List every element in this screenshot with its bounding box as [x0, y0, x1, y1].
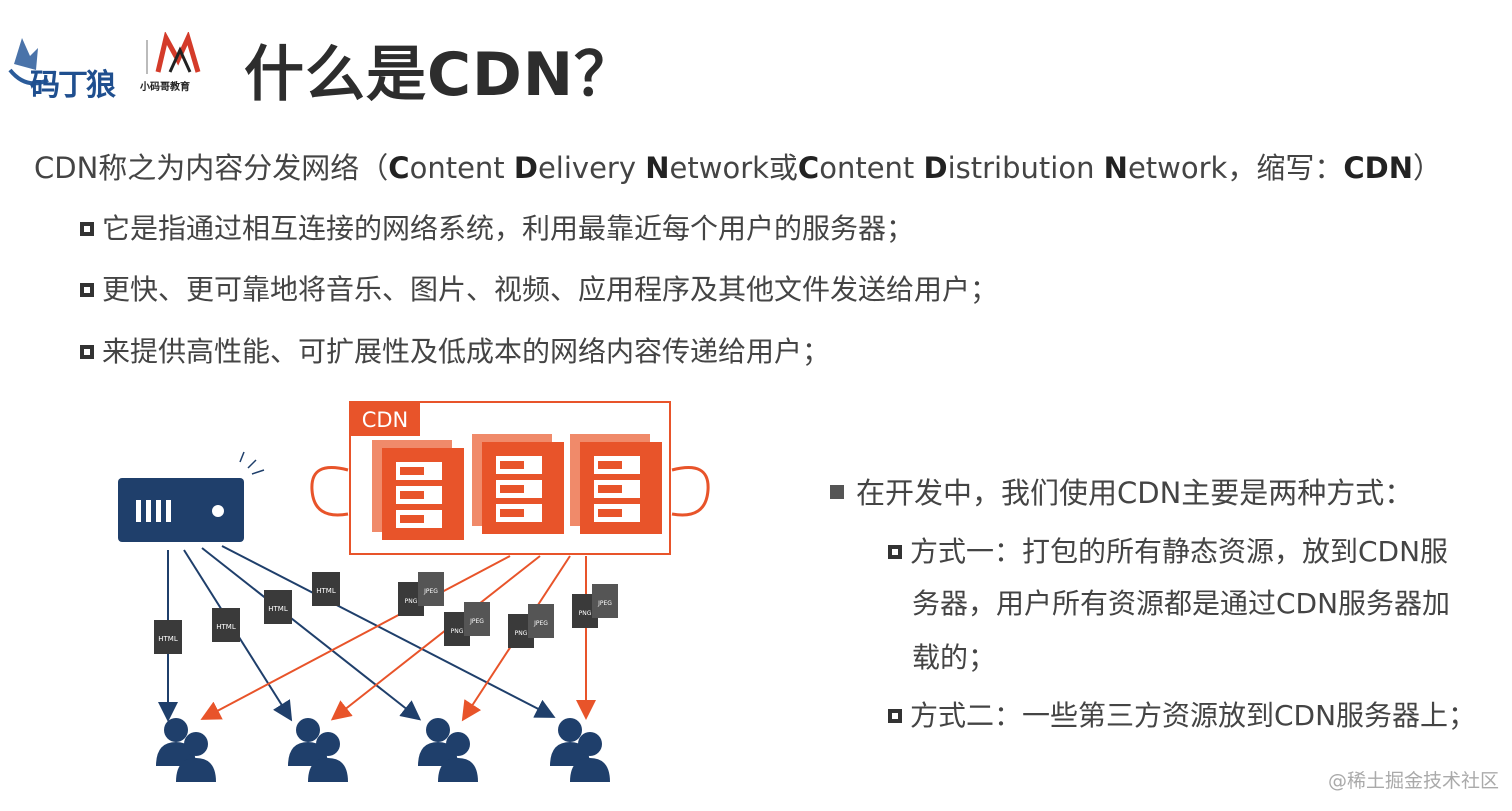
xiaomage-logo: 小码哥教育 [140, 30, 226, 94]
madinglang-logo: 码丁狼 [8, 30, 132, 103]
bullet-usage-heading: 在开发中，我们使用CDN主要是两种方式： [830, 470, 1413, 512]
file-jpeg-icon: JPEG [418, 572, 444, 606]
watermark: @稀土掘金技术社区 [1328, 770, 1500, 792]
origin-server-icon [118, 451, 265, 542]
file-jpeg-icon: JPEG [592, 584, 618, 618]
sub-bullet: 它是指通过相互连接的网络系统，利用最靠近每个用户的服务器； [80, 207, 914, 247]
bullet-square-icon [830, 485, 844, 499]
file-html-icon: HTML [154, 620, 182, 654]
cdn-server-icon [472, 434, 564, 534]
users-icon [288, 718, 348, 782]
hollow-square-icon [80, 345, 94, 359]
hollow-square-icon [888, 545, 902, 559]
bullet-cdn-definition: CDN称之为内容分发网络（Content Delivery Network或Co… [34, 151, 1442, 185]
sub-bullet-way1-cont: 务器，用户所有资源都是通过CDN服务器加 [912, 587, 1451, 620]
svg-text:HTML: HTML [158, 635, 178, 643]
svg-text:JPEG: JPEG [469, 618, 484, 625]
svg-text:PNG: PNG [405, 598, 418, 605]
cdn-server-icon [570, 434, 662, 534]
sub-bullet-way2: 方式二：一些第三方资源放到CDN服务器上； [888, 694, 1476, 734]
logo-text: 码丁狼 [30, 68, 116, 103]
svg-text:HTML: HTML [216, 623, 236, 631]
hollow-square-icon [80, 283, 94, 297]
cdn-diagram: CDN [100, 390, 740, 790]
page-title: 什么是CDN？ [244, 40, 636, 110]
svg-text:JPEG: JPEG [423, 588, 438, 595]
arm-left-icon [310, 466, 349, 517]
svg-text:HTML: HTML [316, 587, 336, 595]
file-html-icon: HTML [212, 608, 240, 642]
sub-bullet: 更快、更可靠地将音乐、图片、视频、应用程序及其他文件发送给用户； [80, 268, 998, 308]
cdn-server-icon [372, 440, 464, 540]
file-html-icon: HTML [264, 590, 292, 624]
file-jpeg-icon: JPEG [528, 604, 554, 638]
svg-text:PNG: PNG [515, 630, 528, 637]
sub-bullet: 来提供高性能、可扩展性及低成本的网络内容传递给用户； [80, 330, 830, 370]
file-jpeg-icon: JPEG [464, 602, 490, 636]
sub-bullet-way1: 方式一：打包的所有静态资源，放到CDN服 [888, 530, 1448, 570]
hollow-square-icon [888, 709, 902, 723]
svg-text:PNG: PNG [451, 628, 464, 635]
users-icon [418, 718, 478, 782]
svg-text:JPEG: JPEG [597, 600, 612, 607]
hollow-square-icon [80, 222, 94, 236]
svg-text:JPEG: JPEG [533, 620, 548, 627]
users-icon [550, 718, 610, 782]
cdn-cluster: CDN [310, 401, 710, 555]
sub-bullet-way1-cont: 载的； [912, 641, 997, 674]
svg-text:PNG: PNG [579, 610, 592, 617]
logo-caption: 小码哥教育 [140, 82, 190, 93]
arm-right-icon [671, 466, 710, 517]
cdn-label: CDN [362, 408, 409, 432]
svg-text:HTML: HTML [268, 605, 288, 613]
users-icon [156, 718, 216, 782]
file-html-icon: HTML [312, 572, 340, 606]
